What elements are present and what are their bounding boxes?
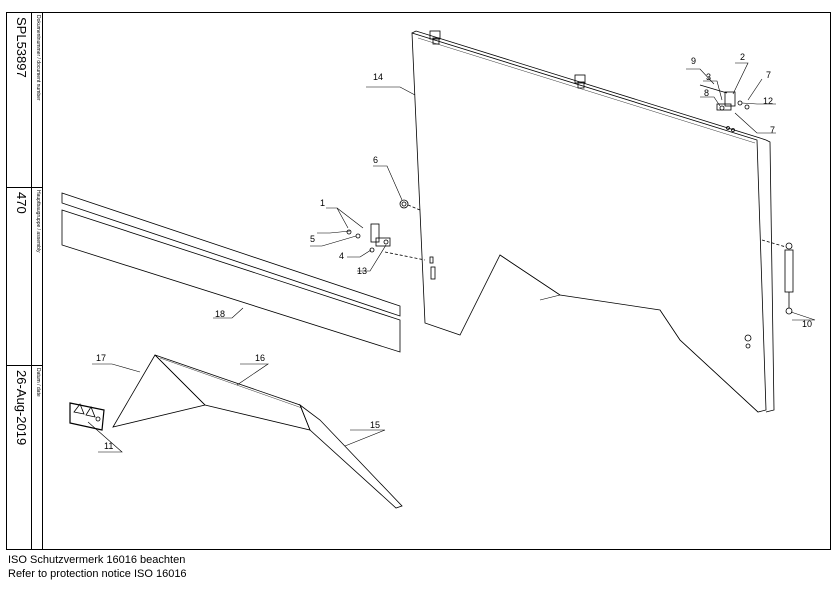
callout-10: 10	[802, 319, 812, 329]
gas-spring-part-10	[744, 239, 794, 349]
callout-16: 16	[255, 353, 265, 363]
title-block: Dokumentnummer / document number SPL5389…	[7, 13, 43, 549]
strip-part-18	[61, 192, 401, 353]
protection-notice: ISO Schutzvermerk 16016 beachten Refer t…	[8, 553, 187, 581]
callout-14: 14	[373, 72, 383, 82]
protection-notice-english: Refer to protection notice ISO 16016	[8, 568, 187, 580]
document-number-cell: Dokumentnummer / document number SPL5389…	[7, 13, 43, 188]
callout-8: 8	[704, 88, 709, 98]
callout-5: 5	[310, 234, 315, 244]
hinge-top-middle	[574, 74, 586, 89]
callout-6: 6	[373, 155, 378, 165]
protection-notice-german: ISO Schutzvermerk 16016 beachten	[8, 554, 186, 566]
callout-12: 12	[763, 96, 773, 106]
date-cell: Datum / date 26-Aug-2019	[7, 366, 43, 549]
label-plate-part-11	[69, 402, 105, 431]
leader-lines	[87, 62, 816, 453]
panel-part-14	[411, 30, 775, 413]
panel-part-15	[299, 403, 403, 509]
callout-17: 17	[96, 353, 106, 363]
assembly-cell: Hauptbaugruppe / assembly 470	[7, 188, 43, 366]
callout-2: 2	[740, 52, 745, 62]
callout-7-bottom: 7	[770, 125, 775, 135]
callout-11: 11	[104, 441, 113, 451]
hinge-assembly-left	[346, 223, 436, 280]
drawing-frame: Dokumentnummer / document number SPL5389…	[6, 12, 831, 550]
callout-13: 13	[357, 266, 367, 276]
panel-part-16	[154, 354, 311, 431]
callout-4: 4	[339, 251, 344, 261]
callout-3: 3	[706, 72, 711, 82]
callout-15: 15	[370, 420, 380, 430]
knob-part-6	[399, 199, 421, 211]
callout-18: 18	[215, 309, 225, 319]
hinge-top-left	[429, 30, 441, 45]
callout-7-top: 7	[766, 70, 771, 80]
callout-9: 9	[691, 56, 696, 66]
callout-1: 1	[320, 198, 325, 208]
